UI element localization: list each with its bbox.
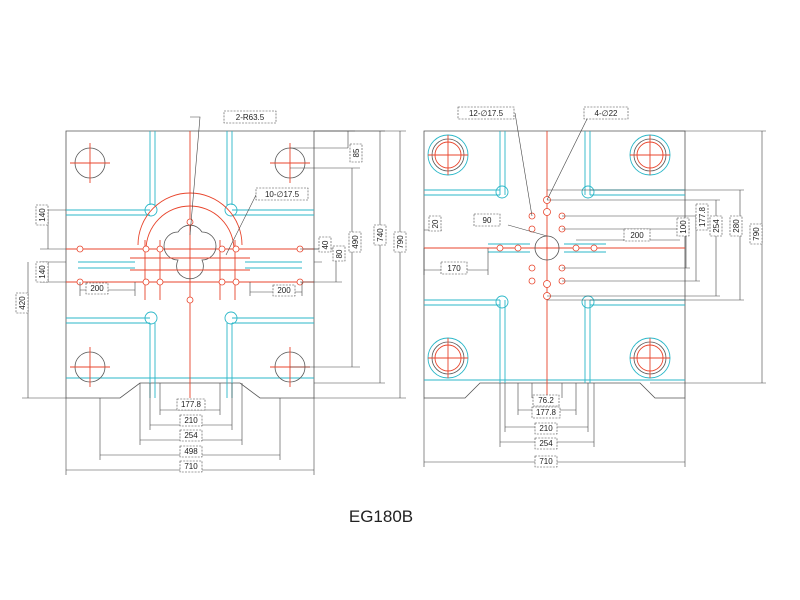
label-710: 710 (184, 462, 198, 471)
label-254-v: 254 (712, 219, 721, 233)
label-740: 740 (376, 228, 385, 242)
label-200: 200 (630, 231, 644, 240)
label-90: 90 (483, 216, 492, 225)
label-210-r: 210 (539, 424, 553, 433)
label-holes-b: 4-∅22 (595, 109, 619, 118)
fixed-platen-guides (424, 131, 685, 383)
moving-platen-guides (66, 131, 314, 398)
label-490: 490 (351, 235, 360, 249)
label-170: 170 (447, 264, 461, 273)
label-177-8-v: 177.8 (698, 206, 707, 227)
label-177-8: 177.8 (181, 400, 202, 409)
moving-platen-center-pattern (66, 131, 314, 398)
label-20: 20 (431, 219, 440, 228)
label-177-8-h: 177.8 (536, 408, 557, 417)
fixed-platen-labels: 12-∅17.5 4-∅22 20 90 170 200 100 177.8 2… (428, 106, 763, 468)
label-200a: 200 (90, 284, 104, 293)
label-420: 420 (18, 296, 27, 310)
label-790: 790 (396, 235, 405, 249)
fixed-platen-dimension-lines (423, 112, 766, 467)
moving-platen-labels: 2-R63.5 10-∅17.5 140 140 420 200 200 85 … (15, 110, 407, 473)
fixed-platen: 12-∅17.5 4-∅22 20 90 170 200 100 177.8 2… (423, 106, 766, 468)
label-790-r: 790 (752, 227, 761, 241)
label-254: 254 (184, 431, 198, 440)
label-200b: 200 (277, 286, 291, 295)
label-holes: 10-∅17.5 (265, 190, 300, 199)
label-holes-a: 12-∅17.5 (469, 109, 504, 118)
label-40: 40 (321, 240, 330, 249)
label-254-r: 254 (539, 439, 553, 448)
moving-platen-dimension-lines (22, 116, 406, 475)
fixed-platen-tie-bar-holes (427, 134, 671, 379)
label-210: 210 (184, 416, 198, 425)
label-85: 85 (352, 148, 361, 157)
label-140b: 140 (38, 265, 47, 279)
label-100: 100 (679, 220, 688, 234)
label-76-2: 76.2 (538, 396, 554, 405)
label-radius: 2-R63.5 (236, 113, 265, 122)
label-80: 80 (335, 249, 344, 258)
label-710-r: 710 (539, 457, 553, 466)
label-280: 280 (732, 219, 741, 233)
label-498: 498 (184, 447, 198, 456)
drawing-title: EG180B (349, 507, 413, 526)
label-140a: 140 (38, 208, 47, 222)
moving-platen: 2-R63.5 10-∅17.5 140 140 420 200 200 85 … (15, 110, 407, 475)
moving-platen-outline (65, 130, 315, 399)
